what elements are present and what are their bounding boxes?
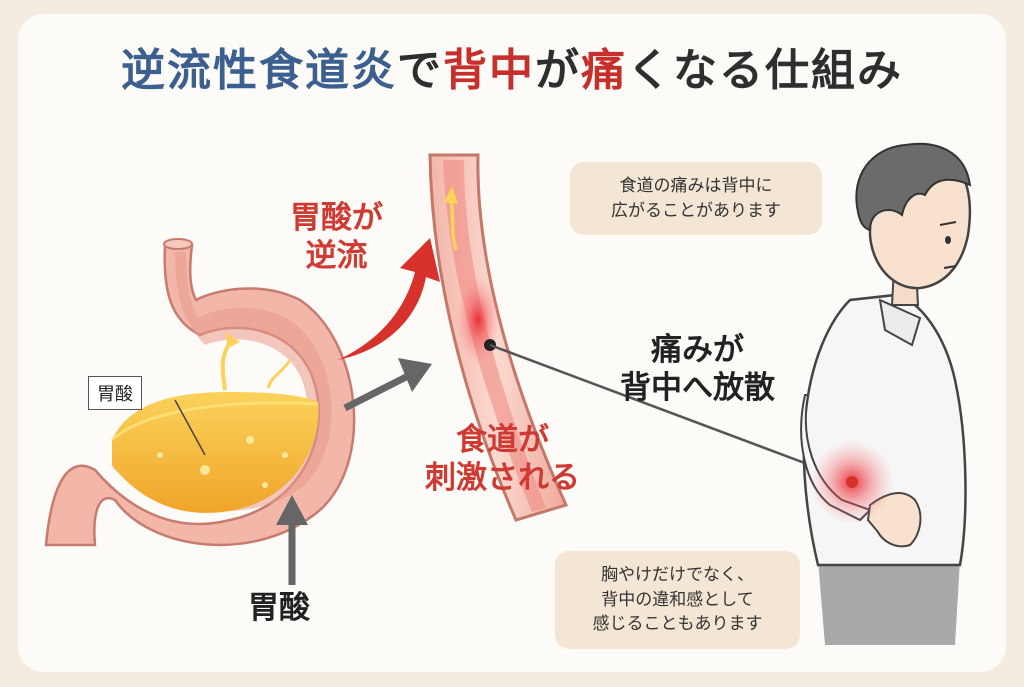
label-acid-reflux-line1: 胃酸が [290,200,383,236]
info-bubble-top: 食道の痛みは背中に 広がることがあります [570,162,822,236]
info-bubble-bottom-line3: 感じることもあります [592,614,763,635]
stomach [44,238,356,547]
info-bubble-top-line1: 食道の痛みは背中に [619,176,773,196]
label-pain-line2: 背中へ放散 [620,369,775,406]
label-stomach-acid-box: 胃酸 [88,376,142,410]
label-esophagus-line2: 刺激される [425,459,580,496]
title-part-pain: 痛 [581,45,627,96]
acid-arrow-up [276,495,308,585]
page-title: 逆流性食道炎で背中が痛くなる仕組み [0,34,1024,98]
label-pain-radiates: 痛みが 背中へ放散 [620,332,775,408]
pain-connector-line [489,343,851,482]
reflux-arrow [338,238,440,360]
title-part-de: で [397,45,443,96]
info-bubble-top-line2: 広がることがあります [611,200,781,221]
info-bubble-bottom-line1: 胸やけだけでなく、 [601,565,754,585]
label-esophagus-line1: 食道が [456,422,549,458]
label-stomach-acid-bottom: 胃酸 [248,590,310,626]
label-acid-reflux: 胃酸が 逆流 [290,200,383,276]
esophagus [428,153,569,522]
title-part-ga: が [535,45,581,96]
title-part-condition: 逆流性食道炎 [121,45,397,96]
info-bubble-bottom-line2: 背中の違和感として [601,589,754,610]
info-bubble-bottom: 胸やけだけでなく、 背中の違和感として 感じることもあります [555,551,800,649]
label-pain-line1: 痛みが [651,332,744,368]
label-esophagus-irritated: 食道が 刺激される [425,422,580,498]
acid-arrow-right [343,358,432,412]
label-acid-reflux-line2: 逆流 [305,237,368,274]
title-part-mechanism: くなる仕組み [627,45,903,96]
person-illustration [800,142,972,645]
title-part-back: 背中 [443,45,535,96]
